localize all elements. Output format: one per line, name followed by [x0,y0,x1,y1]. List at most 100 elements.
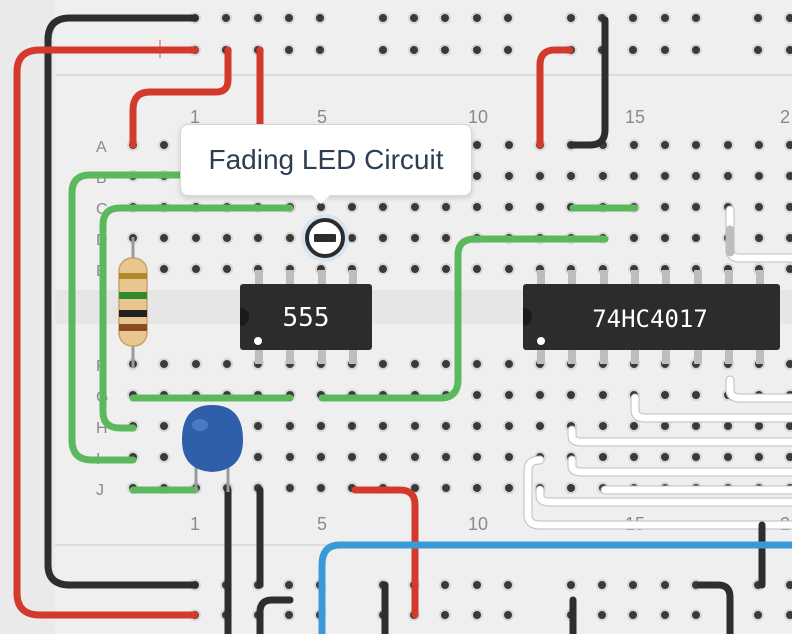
breadboard-hole[interactable] [471,12,483,24]
breadboard-hole[interactable] [471,201,483,213]
breadboard-hole[interactable] [784,579,792,591]
breadboard-hole[interactable] [439,609,451,621]
breadboard-hole[interactable] [659,232,671,244]
breadboard-hole[interactable] [221,263,233,275]
breadboard-hole[interactable] [503,358,515,370]
breadboard-hole[interactable] [752,609,764,621]
breadboard-hole[interactable] [158,358,170,370]
breadboard-hole[interactable] [784,263,792,275]
breadboard-hole[interactable] [284,420,296,432]
breadboard-hole[interactable] [502,44,514,56]
breadboard-hole[interactable] [377,263,389,275]
breadboard-hole[interactable] [690,451,702,463]
breadboard-hole[interactable] [784,44,792,56]
breadboard-hole[interactable] [753,201,765,213]
breadboard-hole[interactable] [377,44,389,56]
breadboard-hole[interactable] [502,609,514,621]
breadboard-hole[interactable] [753,139,765,151]
breadboard-hole[interactable] [471,420,483,432]
breadboard-hole[interactable] [565,12,577,24]
breadboard-hole[interactable] [784,12,792,24]
breadboard-hole[interactable] [190,232,202,244]
breadboard-hole[interactable] [534,420,546,432]
breadboard-hole[interactable] [534,201,546,213]
breadboard-hole[interactable] [784,451,792,463]
breadboard-hole[interactable] [722,170,734,182]
breadboard-hole[interactable] [627,579,639,591]
white-wires[interactable] [523,205,792,530]
breadboard-hole[interactable] [409,451,421,463]
breadboard-hole[interactable] [471,389,483,401]
breadboard-hole[interactable] [377,232,389,244]
breadboard-hole[interactable] [314,12,326,24]
breadboard-hole[interactable] [659,579,671,591]
breadboard-hole[interactable] [314,44,326,56]
breadboard-hole[interactable] [690,12,702,24]
breadboard-hole[interactable] [471,44,483,56]
breadboard-hole[interactable] [315,420,327,432]
breadboard-hole[interactable] [784,358,792,370]
breadboard-hole[interactable] [597,389,609,401]
breadboard-hole[interactable] [627,12,639,24]
breadboard-hole[interactable] [190,263,202,275]
breadboard-hole[interactable] [503,139,515,151]
breadboard-hole[interactable] [628,139,640,151]
breadboard-hole[interactable] [690,609,702,621]
breadboard-hole[interactable] [627,609,639,621]
breadboard-hole[interactable] [471,579,483,591]
breadboard-hole[interactable] [252,12,264,24]
breadboard-hole[interactable] [440,232,452,244]
breadboard-hole[interactable] [627,44,639,56]
breadboard-hole[interactable] [471,482,483,494]
breadboard-hole[interactable] [440,358,452,370]
breadboard-hole[interactable] [659,451,671,463]
breadboard-hole[interactable] [503,201,515,213]
breadboard-hole[interactable] [752,12,764,24]
breadboard-hole[interactable] [283,579,295,591]
breadboard-hole[interactable] [628,170,640,182]
breadboard-hole[interactable] [471,170,483,182]
breadboard-hole[interactable] [503,451,515,463]
breadboard-hole[interactable] [440,451,452,463]
breadboard-hole[interactable] [409,358,421,370]
breadboard-hole[interactable] [597,170,609,182]
breadboard-hole[interactable] [377,358,389,370]
breadboard-hole[interactable] [596,579,608,591]
breadboard-hole[interactable] [377,201,389,213]
breadboard-hole[interactable] [158,451,170,463]
breadboard-hole[interactable] [471,263,483,275]
breadboard-hole[interactable] [597,451,609,463]
breadboard-hole[interactable] [753,170,765,182]
chip-74hc4017[interactable]: 74HC4017 [523,270,780,364]
breadboard-hole[interactable] [190,358,202,370]
black-wires[interactable] [44,14,766,634]
breadboard-hole[interactable] [221,232,233,244]
breadboard-hole[interactable] [471,358,483,370]
blue-wire[interactable] [318,541,792,634]
breadboard-hole[interactable] [659,170,671,182]
breadboard-hole[interactable] [409,420,421,432]
breadboard-hole[interactable] [752,44,764,56]
breadboard-hole[interactable] [690,201,702,213]
breadboard-hole[interactable] [503,420,515,432]
chip-555[interactable]: 555 [240,270,372,364]
breadboard-hole[interactable] [534,389,546,401]
resistor[interactable] [118,237,148,368]
breadboard-hole[interactable] [439,579,451,591]
breadboard-hole[interactable] [534,170,546,182]
breadboard-hole[interactable] [440,263,452,275]
breadboard-hole[interactable] [377,451,389,463]
breadboard-hole[interactable] [409,232,421,244]
breadboard-hole[interactable] [377,12,389,24]
breadboard-hole[interactable] [439,12,451,24]
breadboard-hole[interactable] [252,451,264,463]
breadboard-hole[interactable] [659,44,671,56]
minus-circle-icon[interactable] [301,214,349,262]
breadboard-hole[interactable] [690,139,702,151]
breadboard-hole[interactable] [439,44,451,56]
breadboard-hole[interactable] [158,263,170,275]
breadboard-hole[interactable] [315,451,327,463]
breadboard-hole[interactable] [409,201,421,213]
breadboard-hole[interactable] [596,609,608,621]
